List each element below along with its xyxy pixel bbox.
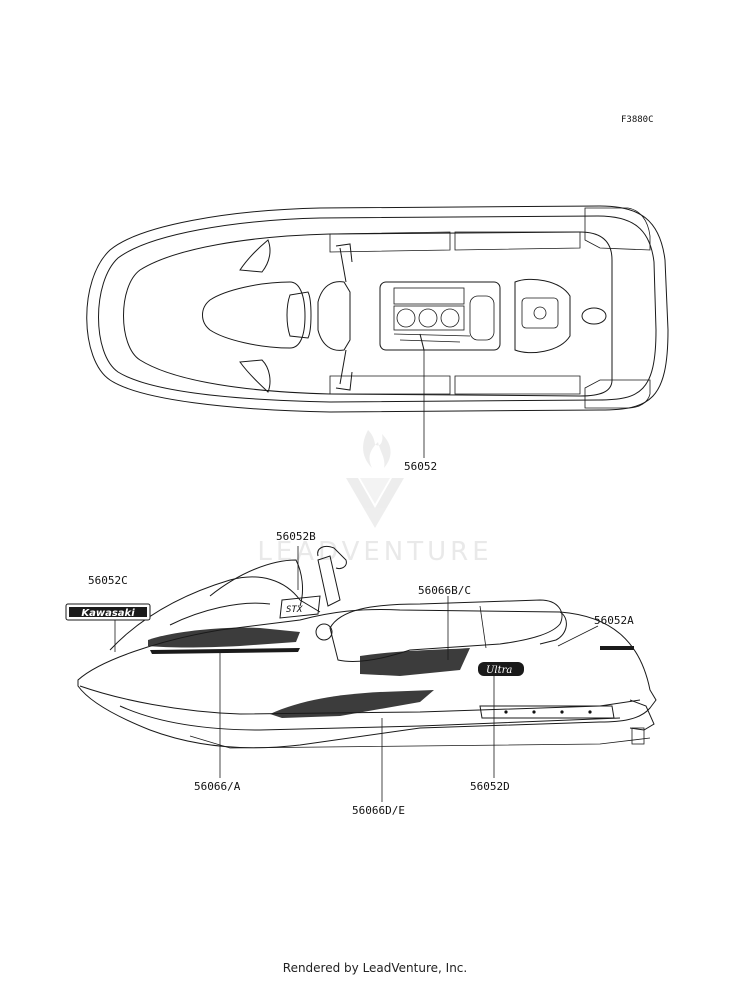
decal-brand-text: Kawasaki — [81, 608, 135, 619]
callout-rear-lower: 56052D — [470, 780, 510, 793]
watermark-text: LEADVENTURE — [257, 537, 492, 567]
callout-side-upper: 56052B — [276, 530, 316, 543]
callout-hull: 56066D/E — [352, 804, 405, 817]
top-view-watercraft — [86, 205, 669, 458]
callout-top-view: 56052 — [404, 460, 437, 473]
side-view-watercraft: STX Ultra — [77, 545, 657, 802]
decal-brand: Kawasaki — [65, 603, 151, 621]
credit-footer: Rendered by LeadVenture, Inc. — [282, 961, 468, 975]
callout-side-front: 56052C — [88, 574, 128, 587]
decal-model: Ultra — [486, 665, 512, 676]
watermark-logo — [346, 430, 404, 528]
callout-front-lower: 56066/A — [194, 780, 241, 793]
callout-seat: 56066B/C — [418, 584, 471, 597]
figure-code: F3880C — [621, 115, 654, 125]
callout-rear: 56052A — [594, 614, 634, 627]
decal-side-model: STX — [286, 605, 303, 615]
